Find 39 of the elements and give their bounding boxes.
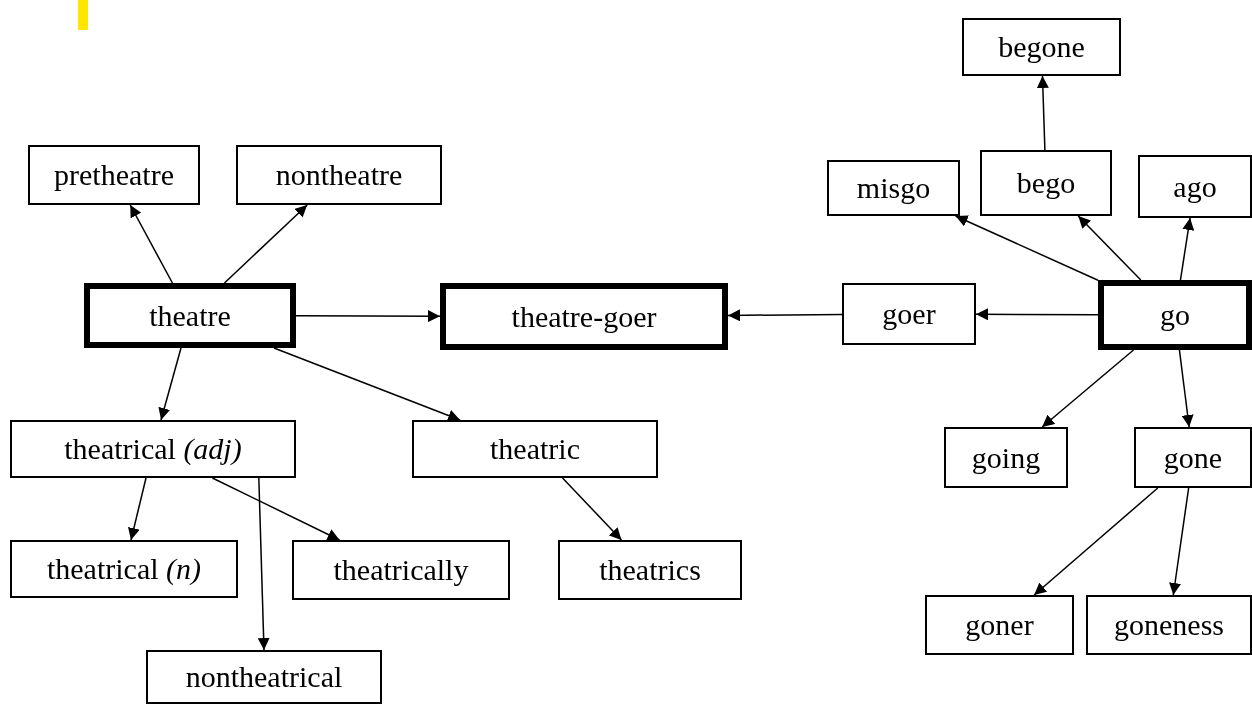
arrow <box>158 347 182 421</box>
word-box: going <box>944 427 1068 488</box>
arrow <box>1169 487 1190 596</box>
word-box: theatre-goer <box>440 283 728 350</box>
arrow <box>257 477 270 651</box>
arrow <box>129 204 174 284</box>
arrow <box>295 310 441 323</box>
arrow <box>1077 215 1142 281</box>
word-box: misgo <box>827 160 960 216</box>
arrow <box>223 204 308 284</box>
arrow <box>273 347 461 422</box>
arrow <box>727 309 843 322</box>
word-box: theatre <box>84 283 296 348</box>
word-box: theatrical (n) <box>10 540 238 598</box>
word-box: theatrical (adj) <box>10 420 296 478</box>
word-box: bego <box>980 150 1112 216</box>
arrow <box>211 477 341 541</box>
word-box: nontheatrical <box>146 650 382 704</box>
arrow <box>128 477 147 541</box>
word-box: theatric <box>412 420 658 478</box>
word-box: begone <box>962 18 1121 76</box>
arrow <box>975 308 1099 321</box>
arrow <box>1041 349 1135 428</box>
word-box: goer <box>842 283 976 345</box>
word-box: goneness <box>1086 595 1252 655</box>
word-box: theatrically <box>292 540 510 600</box>
word-box: ago <box>1138 155 1252 218</box>
word-box: pretheatre <box>28 145 200 205</box>
word-box: nontheatre <box>236 145 442 205</box>
word-box: goner <box>925 595 1074 655</box>
arrow <box>1036 75 1049 151</box>
arrow <box>561 477 623 541</box>
word-box: theatrics <box>558 540 742 600</box>
word-box: go <box>1098 280 1252 350</box>
word-box: gone <box>1134 427 1252 488</box>
arrow <box>954 215 1099 281</box>
arrow <box>1033 487 1159 596</box>
arrow <box>1179 217 1195 281</box>
arrow <box>1178 349 1194 428</box>
